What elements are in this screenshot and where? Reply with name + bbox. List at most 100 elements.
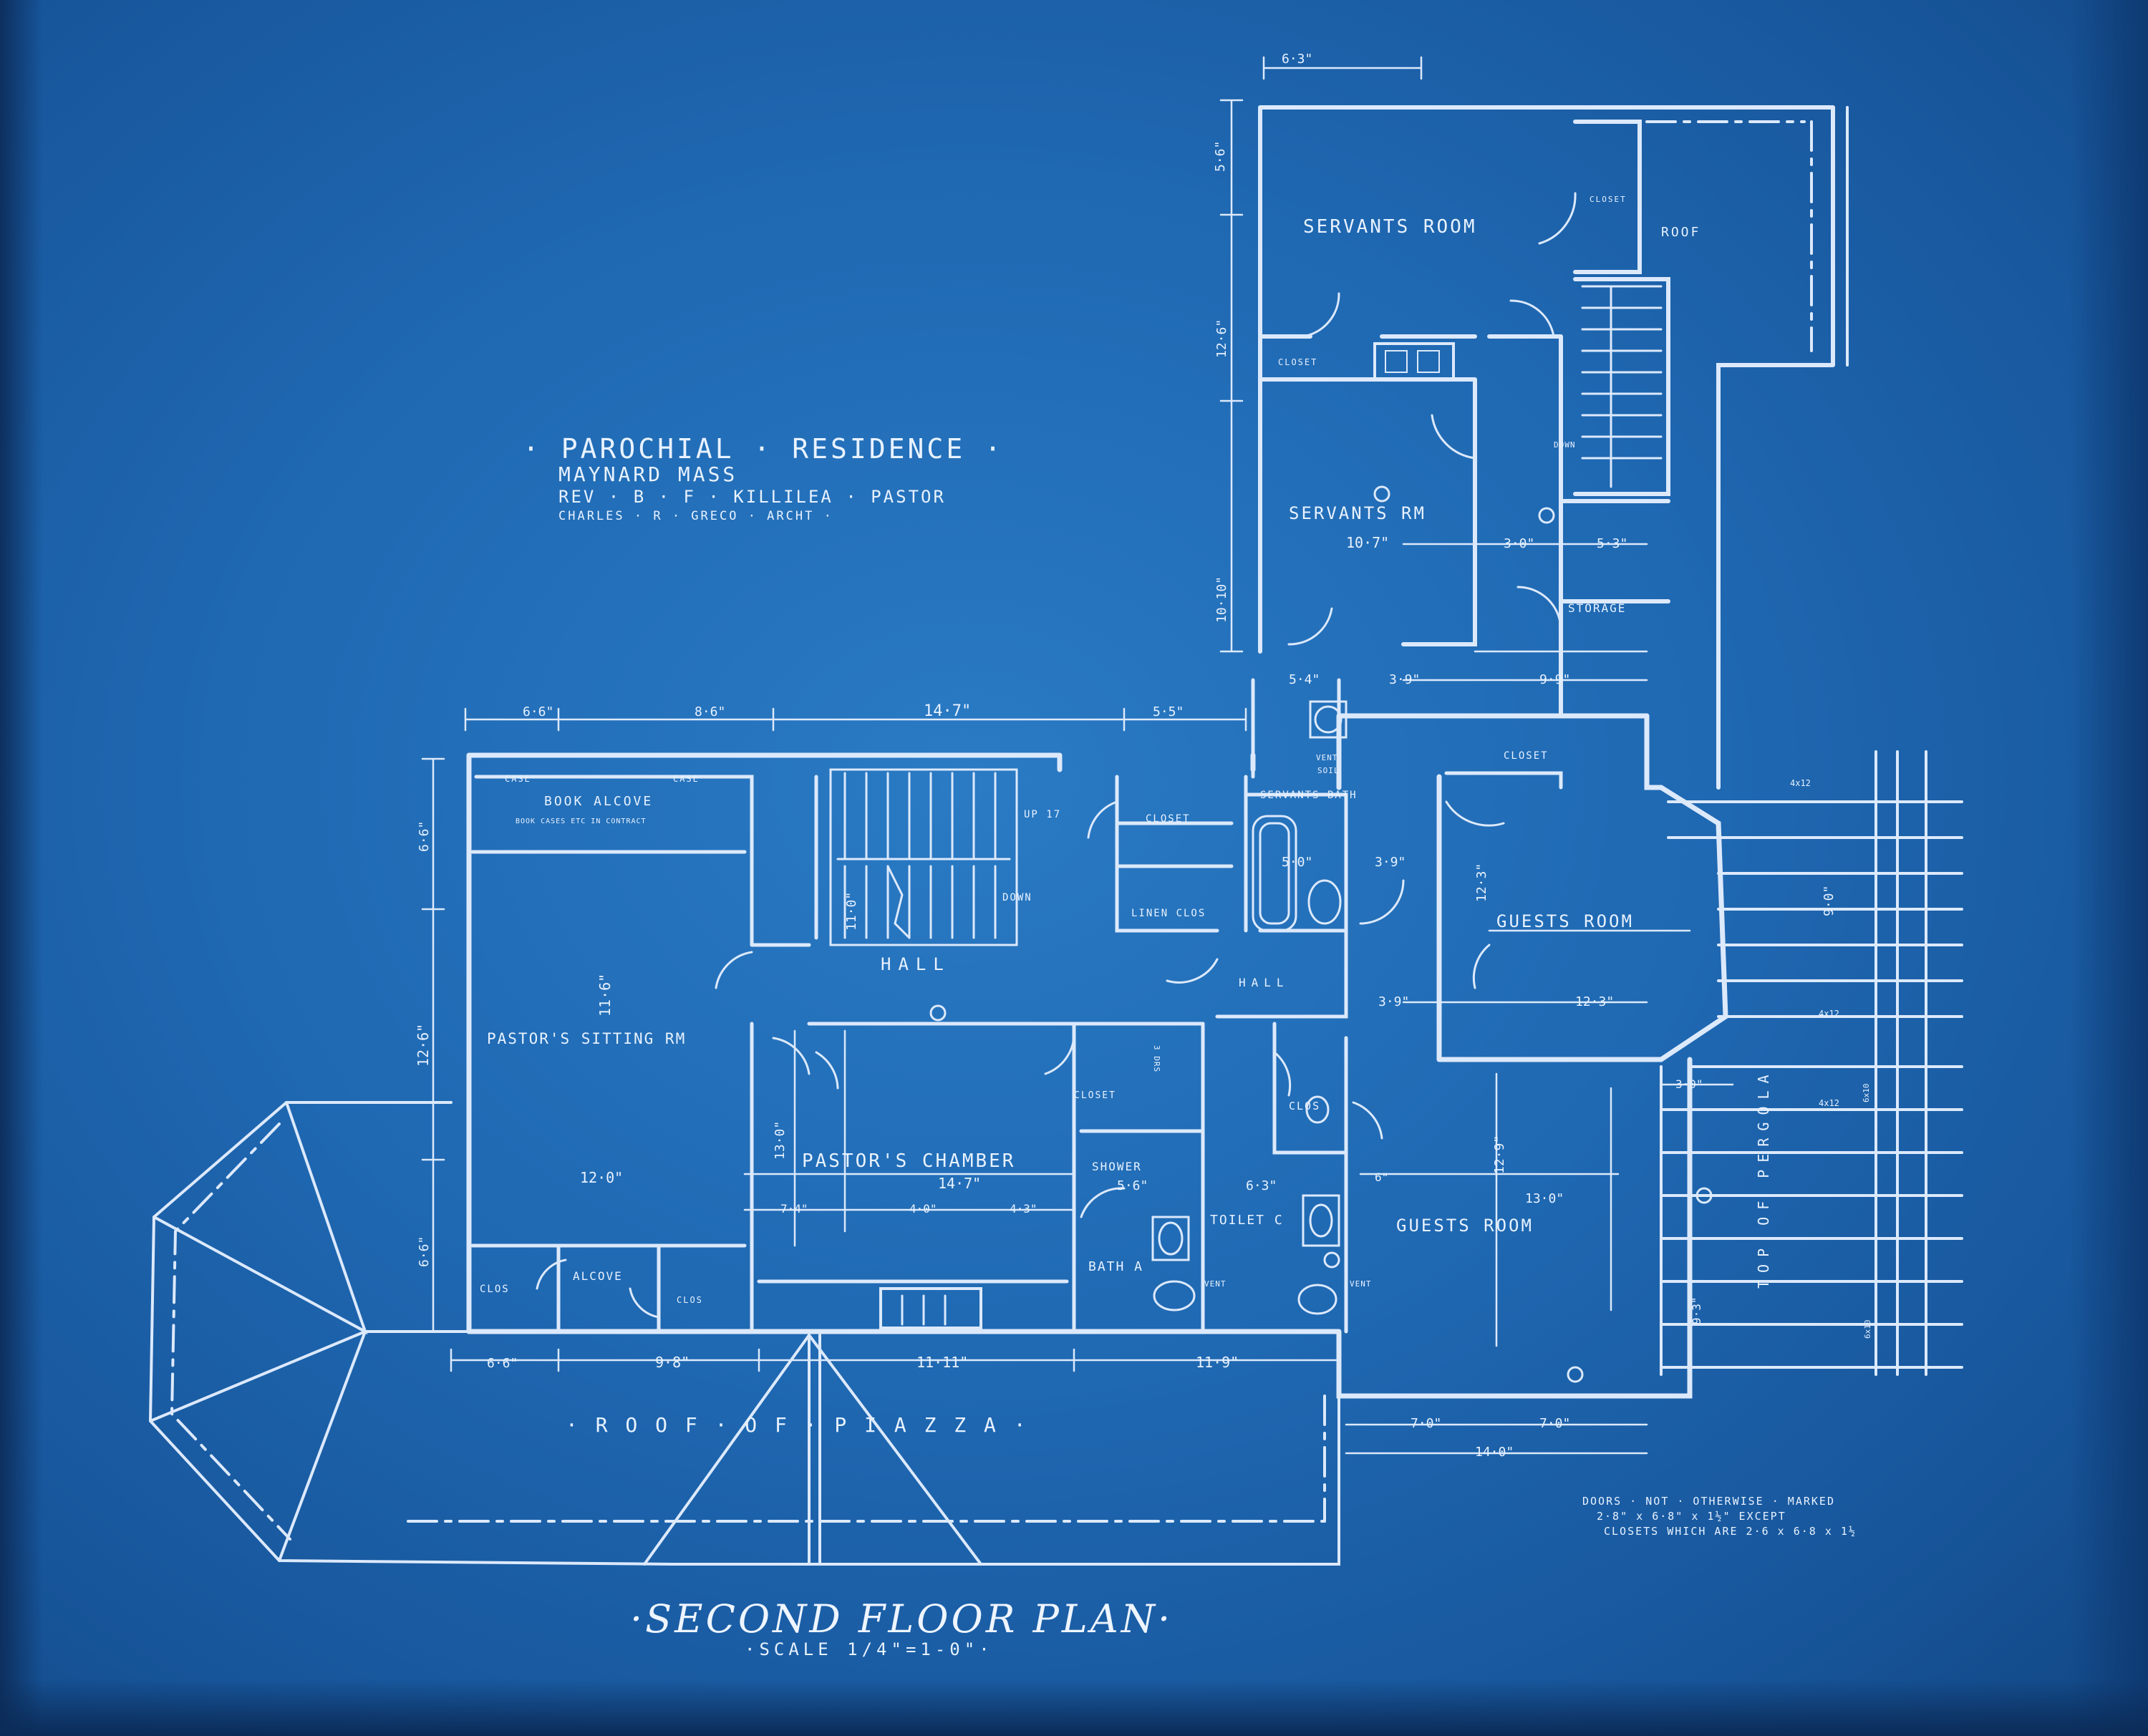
room-closet-servants: CLOSET [1278, 357, 1317, 367]
dim-13-0-vertical: 13·0" [773, 1121, 788, 1160]
dim-9-8: 9·8" [655, 1354, 690, 1371]
roof-area-outline [1645, 106, 1849, 367]
servants-stair [1581, 285, 1663, 488]
title-line-2: MAYNARD MASS [558, 462, 737, 486]
room-servants-rm: SERVANTS RM [1289, 503, 1426, 523]
room-closet-guest: CLOSET [1504, 750, 1549, 762]
room-toilet-c: TOILET C [1210, 1213, 1284, 1228]
door-notes: DOORS · NOT · OTHERWISE · MARKED 2·8" x … [1582, 1495, 1855, 1538]
room-closet-top: CLOSET [1590, 195, 1627, 204]
dim-6-b: 6" [1375, 1170, 1388, 1184]
dim-5-6-b: 5·6" [1117, 1178, 1148, 1193]
dim-5-0: 5·0" [1282, 855, 1312, 870]
dim-7-0-a: 7·0" [1411, 1416, 1441, 1431]
dim-5-6: 5·6" [1213, 141, 1228, 172]
room-case-right: CASE [673, 774, 700, 784]
note-line-2: 2·8" x 6·8" x 1½" EXCEPT [1597, 1510, 1786, 1523]
dim-12-0: 12·0" [580, 1169, 623, 1186]
room-closet-hall: CLOSET [1146, 813, 1191, 825]
room-closet-chamber: CLOSET [1074, 1090, 1116, 1101]
grid-markers [929, 485, 1713, 1383]
dim-8-6: 8·6" [695, 704, 725, 719]
dim-9-9: 9·9" [1539, 672, 1570, 687]
room-clos-right: CLOS [677, 1295, 703, 1305]
label-vent-c: VENT [1350, 1279, 1372, 1289]
room-roof-of-piazza: · R O O F · O F · P I A Z Z A · [566, 1413, 1029, 1437]
label-soil: SOIL [1317, 766, 1340, 775]
dim-4-0: 4·0" [909, 1202, 937, 1216]
dim-6-6-top: 6·6" [523, 704, 553, 719]
dim-3-0-right: 3·0" [1675, 1077, 1703, 1091]
dim-6-3-b: 6·3" [1246, 1178, 1277, 1193]
dim-14-7: 14·7" [924, 702, 971, 720]
label-drs: 3 DRS [1152, 1045, 1161, 1072]
label-down: DOWN [1002, 892, 1032, 903]
main-outer-walls [466, 713, 1728, 1399]
dim-3-0: 3·0" [1504, 536, 1534, 551]
chimney-flue [1417, 350, 1440, 373]
dim-7-0-b: 7·0" [1539, 1416, 1570, 1431]
dim-3-9: 3·9" [1389, 672, 1420, 687]
dim-11-6: 11·6" [596, 974, 614, 1017]
chimney [1373, 342, 1455, 381]
room-roof: ROOF [1661, 225, 1700, 240]
dim-4x12-c: 4x12 [1819, 1098, 1839, 1108]
room-book-cases-note: BOOK CASES ETC IN CONTRACT [516, 818, 647, 825]
paper-edge-shadow-left [0, 0, 43, 1736]
dimension-lines [421, 56, 1734, 1455]
room-hall-main: HALL [881, 954, 951, 974]
bath-a-fixtures [1151, 1216, 1196, 1311]
room-case-left: CASE [505, 774, 531, 784]
label-top-of-pergola: TOP OF PERGOLA [1755, 1067, 1772, 1289]
title-line-3: REV · B · F · KILLILEA · PASTOR [558, 487, 946, 507]
room-pastors-sitting: PASTOR'S SITTING RM [487, 1030, 686, 1047]
dim-6x10: 6x10 [1862, 1084, 1871, 1103]
piazza-roof [148, 1101, 1340, 1566]
title-line-4: CHARLES · R · GRECO · ARCHT · [558, 509, 833, 523]
dim-13-0: 13·0" [1525, 1191, 1564, 1206]
pergola-beams [1660, 750, 1963, 1376]
chimney-flue [1385, 350, 1408, 373]
toilet-c-fixtures [1297, 1095, 1340, 1315]
dim-9-3: 9·3" [1690, 1296, 1703, 1324]
dim-12-3-a: 12·3" [1575, 994, 1614, 1009]
dim-3-9-bath: 3·9" [1375, 855, 1406, 870]
room-clos-toilet: CLOS [1289, 1100, 1320, 1112]
dim-10-10: 10·10" [1214, 576, 1229, 623]
room-book-alcove: BOOK ALCOVE [544, 794, 653, 809]
label-vent-a: VENT [1204, 1279, 1227, 1289]
dim-14-0: 14·0" [1475, 1445, 1514, 1460]
dim-5-3: 5·3" [1597, 536, 1627, 551]
interior-walls [470, 678, 1563, 1334]
fireplace-detail [901, 1294, 947, 1326]
plan-scale: ·SCALE 1/4"=1-0"· [745, 1639, 994, 1659]
door-swings [536, 192, 1577, 1319]
dim-12-6-left: 12·6" [415, 1024, 432, 1067]
dim-6x10-b: 6x10 [1863, 1320, 1872, 1339]
dim-11-9: 11·9" [1196, 1354, 1239, 1371]
dim-10-7: 10·7" [1346, 534, 1389, 551]
main-stair [829, 768, 1018, 946]
paper-edge-shadow-bottom [0, 1679, 2148, 1736]
room-alcove: ALCOVE [573, 1269, 623, 1283]
label-vent-bath: VENT [1316, 753, 1338, 762]
dim-11-0: 11·0" [844, 892, 859, 931]
dim-7-4: 7·4" [780, 1202, 808, 1216]
dim-5-5: 5·5" [1153, 704, 1184, 719]
note-line-1: DOORS · NOT · OTHERWISE · MARKED [1582, 1495, 1835, 1508]
room-storage: STORAGE [1568, 601, 1626, 615]
dim-11-11: 11·11" [916, 1354, 968, 1371]
label-up-17: UP 17 [1024, 809, 1061, 820]
title-block: · PAROCHIAL · RESIDENCE · MAYNARD MASS R… [523, 433, 1001, 523]
room-clos-left: CLOS [480, 1284, 510, 1295]
servants-bath-fixtures [1252, 700, 1348, 932]
plan-title-block: ·SECOND FLOOR PLAN· ·SCALE 1/4"=1-0"· [630, 1596, 1173, 1659]
room-guests-room-upper: GUESTS ROOM [1496, 911, 1634, 931]
dim-12-3-b: 12·3" [1474, 863, 1489, 902]
room-pastors-chamber: PASTOR'S CHAMBER [802, 1150, 1015, 1172]
plan-title: ·SECOND FLOOR PLAN· [630, 1596, 1173, 1642]
room-linen-clos: LINEN CLOS [1131, 908, 1206, 919]
dim-6-6-lower: 6·6" [417, 1236, 432, 1267]
